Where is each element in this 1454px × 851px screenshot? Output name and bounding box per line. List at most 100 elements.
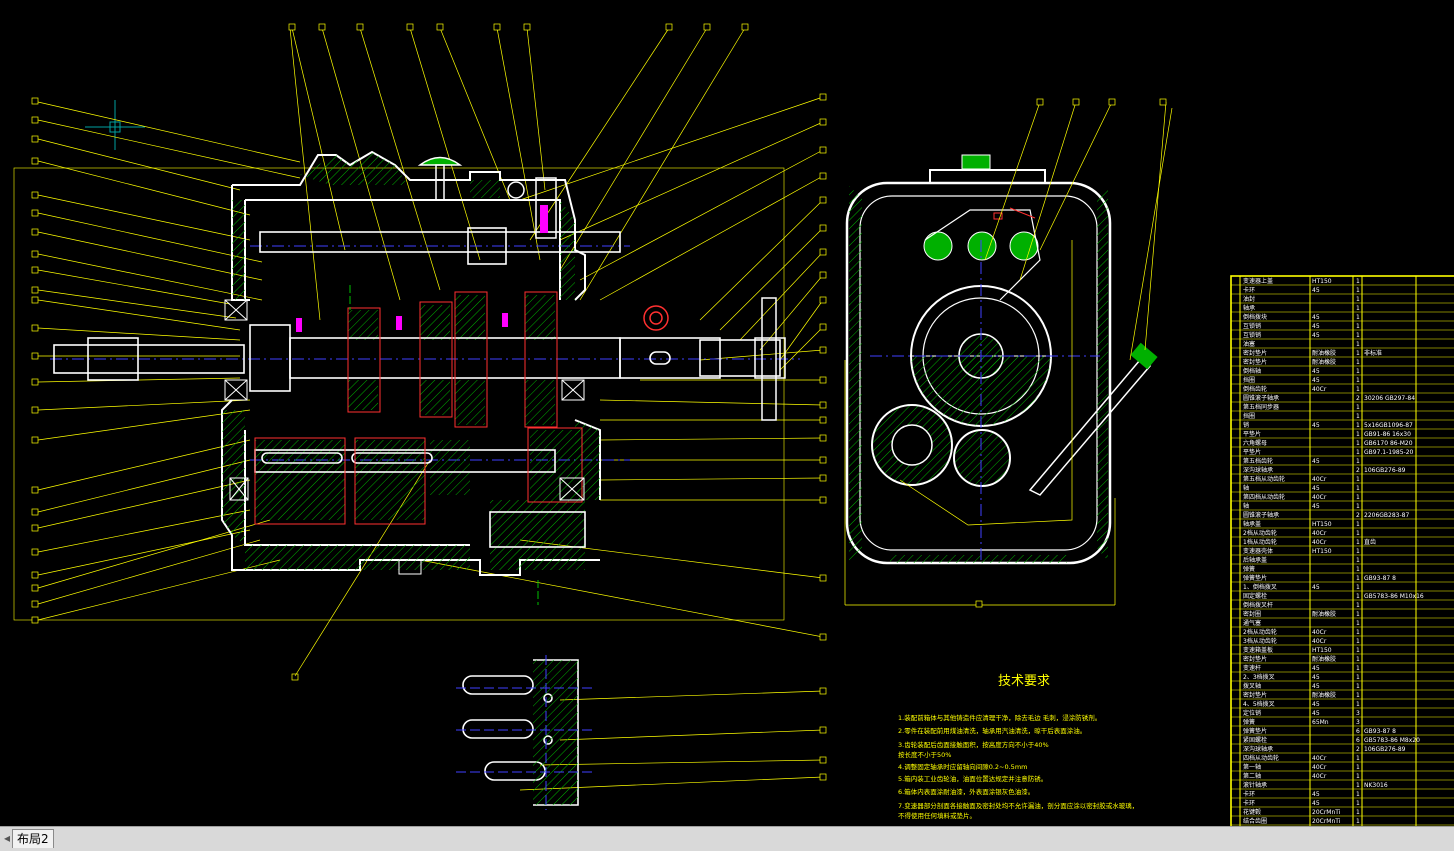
bom-cell: 第一轴	[1243, 763, 1261, 771]
bom-cell: 卡环	[1243, 286, 1255, 294]
bom-cell: 40Cr	[1312, 755, 1327, 762]
bom-cell: 1	[1356, 602, 1360, 609]
tab-scroll-arrow-icon[interactable]: ◂	[4, 831, 11, 845]
bom-cell: 2、3档拨叉	[1243, 673, 1275, 681]
bom-cell: 45	[1312, 710, 1320, 717]
bom-cell: 倒档轴	[1243, 367, 1261, 375]
bom-cell: 1	[1356, 323, 1360, 330]
tech-note: 6.箱体内表面涂耐油漆，外表面涂银灰色油漆。	[898, 788, 1035, 796]
bom-cell: 1	[1356, 278, 1360, 285]
bom-cell: 紧固螺栓	[1243, 736, 1267, 744]
crosshair-cursor	[85, 100, 145, 150]
bom-cell: 挡圈	[1243, 412, 1255, 420]
bom-cell: 40Cr	[1312, 764, 1327, 771]
tech-note: 按长度不小于50%	[898, 751, 952, 759]
bom-cell: 1	[1356, 332, 1360, 339]
output-flange	[643, 297, 786, 421]
bom-cell: 40Cr	[1312, 539, 1327, 546]
tech-note: 7.变速器部分剖面各接触面及密封处均不允许漏油，剖分面应涂以密封胶或水玻璃，	[898, 802, 1139, 810]
tech-note: 3.齿轮装配后齿面接触面积，按高度方向不小于40%	[898, 741, 1049, 749]
bom-cell: 1	[1356, 287, 1360, 294]
bom-cell: 花键毂	[1243, 808, 1261, 816]
bom-cell: 1	[1356, 368, 1360, 375]
leader-lines-top	[289, 27, 746, 321]
tech-note: 5.箱内装工业齿轮油，油面位置达规定并注意防锈。	[898, 775, 1048, 783]
bom-cell: 耐油橡胶	[1312, 691, 1336, 699]
tech-requirements-title: 技术要求	[998, 674, 1051, 689]
bom-cell: 1	[1356, 359, 1360, 366]
bearings	[224, 299, 585, 501]
bom-cell: 1	[1356, 647, 1360, 654]
bom-cell: 1	[1356, 539, 1360, 546]
side-view	[845, 154, 1158, 565]
bom-cell: 1	[1356, 800, 1360, 807]
bom-cell: 第二轴	[1243, 772, 1261, 780]
bom-cell: 2	[1356, 746, 1360, 753]
bom-cell: 耐油橡胶	[1312, 358, 1336, 366]
gear-outlines	[254, 291, 583, 525]
bom-cell: 1	[1356, 422, 1360, 429]
bom-cell: 1	[1356, 638, 1360, 645]
bom-cell: 互锁销	[1243, 322, 1261, 330]
bom-cell: 1	[1356, 449, 1360, 456]
tab-layout2[interactable]: 布局2	[12, 829, 54, 848]
bom-cell: 第四档从动齿轮	[1243, 493, 1285, 501]
bom-cell: 45	[1312, 791, 1320, 798]
bom-cell: 第五档从动齿轮	[1243, 475, 1285, 483]
bom-cell: 拨叉轴	[1243, 682, 1261, 690]
bom-cell: 1	[1356, 755, 1360, 762]
bom-cell: 1	[1356, 305, 1360, 312]
bom-cell: 1	[1356, 413, 1360, 420]
bom-cell: 油封	[1243, 295, 1255, 303]
bom-cell: GB6170 86-M20	[1364, 440, 1413, 447]
bom-cell: 结合齿圈	[1243, 817, 1267, 825]
bom-cell: 1	[1356, 503, 1360, 510]
bom-cell: 20CrMnTi	[1312, 818, 1341, 825]
cad-drawing: 变速器上盖HT1501卡环451油封1轴承1倒档拨块451互锁销451互锁销45…	[13, 23, 1454, 837]
tech-note: 4.调整固定轴承时应留轴向间隙0.2~0.5mm	[898, 763, 1028, 771]
bom-cell: 1	[1356, 341, 1360, 348]
bom-cell: 直齿	[1364, 538, 1376, 546]
bom-cell: 40Cr	[1312, 530, 1327, 537]
bom-cell: 定位销	[1243, 709, 1261, 717]
bom-cell: 45	[1312, 332, 1320, 339]
bom-cell: 1	[1356, 791, 1360, 798]
leader-lines-left	[37, 101, 301, 621]
bom-cell: 45	[1312, 458, 1320, 465]
bom-cell: 1	[1356, 530, 1360, 537]
bom-cell: 密封垫片	[1243, 358, 1267, 366]
bom-cell: 1	[1356, 431, 1360, 438]
bom-cell: 密封垫片	[1243, 349, 1267, 357]
bom-cell: 通气塞	[1243, 619, 1261, 627]
bom-cell: 1	[1356, 782, 1360, 789]
bom-cell: 40Cr	[1312, 638, 1327, 645]
bom-cell: 深沟球轴承	[1243, 466, 1273, 474]
bom-cell: 卡环	[1243, 799, 1255, 807]
bom-cell: 45	[1312, 485, 1320, 492]
bom-cell: 20CrMnTi	[1312, 809, 1341, 816]
bom-cell: 耐油橡胶	[1312, 655, 1336, 663]
bom-cell: 45	[1312, 422, 1320, 429]
bom-cell: 平垫片	[1243, 430, 1261, 438]
bom-cell: 45	[1312, 683, 1320, 690]
balloons-left	[31, 97, 39, 624]
bom-cell: 1	[1356, 593, 1360, 600]
bom-cell: 密封垫片	[1243, 655, 1267, 663]
bom-cell: 弹簧垫片	[1243, 574, 1267, 582]
bom-cell: 1	[1356, 440, 1360, 447]
bom-cell: 弹簧垫片	[1243, 727, 1267, 735]
bom-cell: 非标准	[1364, 349, 1382, 357]
bom-cell: 固定螺栓	[1243, 592, 1267, 600]
bom-cell: GB5783-86 M8x20	[1364, 737, 1420, 744]
tech-note: 不得使用任何填料或垫片。	[898, 812, 976, 820]
bom-cell: 45	[1312, 314, 1320, 321]
bom-cell: GB93-87 8	[1364, 728, 1396, 735]
bom-cell: 1、倒档拨叉	[1243, 583, 1277, 591]
bom-cell: 销	[1243, 421, 1249, 429]
bom-cell: 1	[1356, 665, 1360, 672]
breather-cap	[417, 156, 557, 239]
bom-cell: 65Mn	[1312, 719, 1329, 726]
bom-cell: 4、5档拨叉	[1243, 700, 1275, 708]
